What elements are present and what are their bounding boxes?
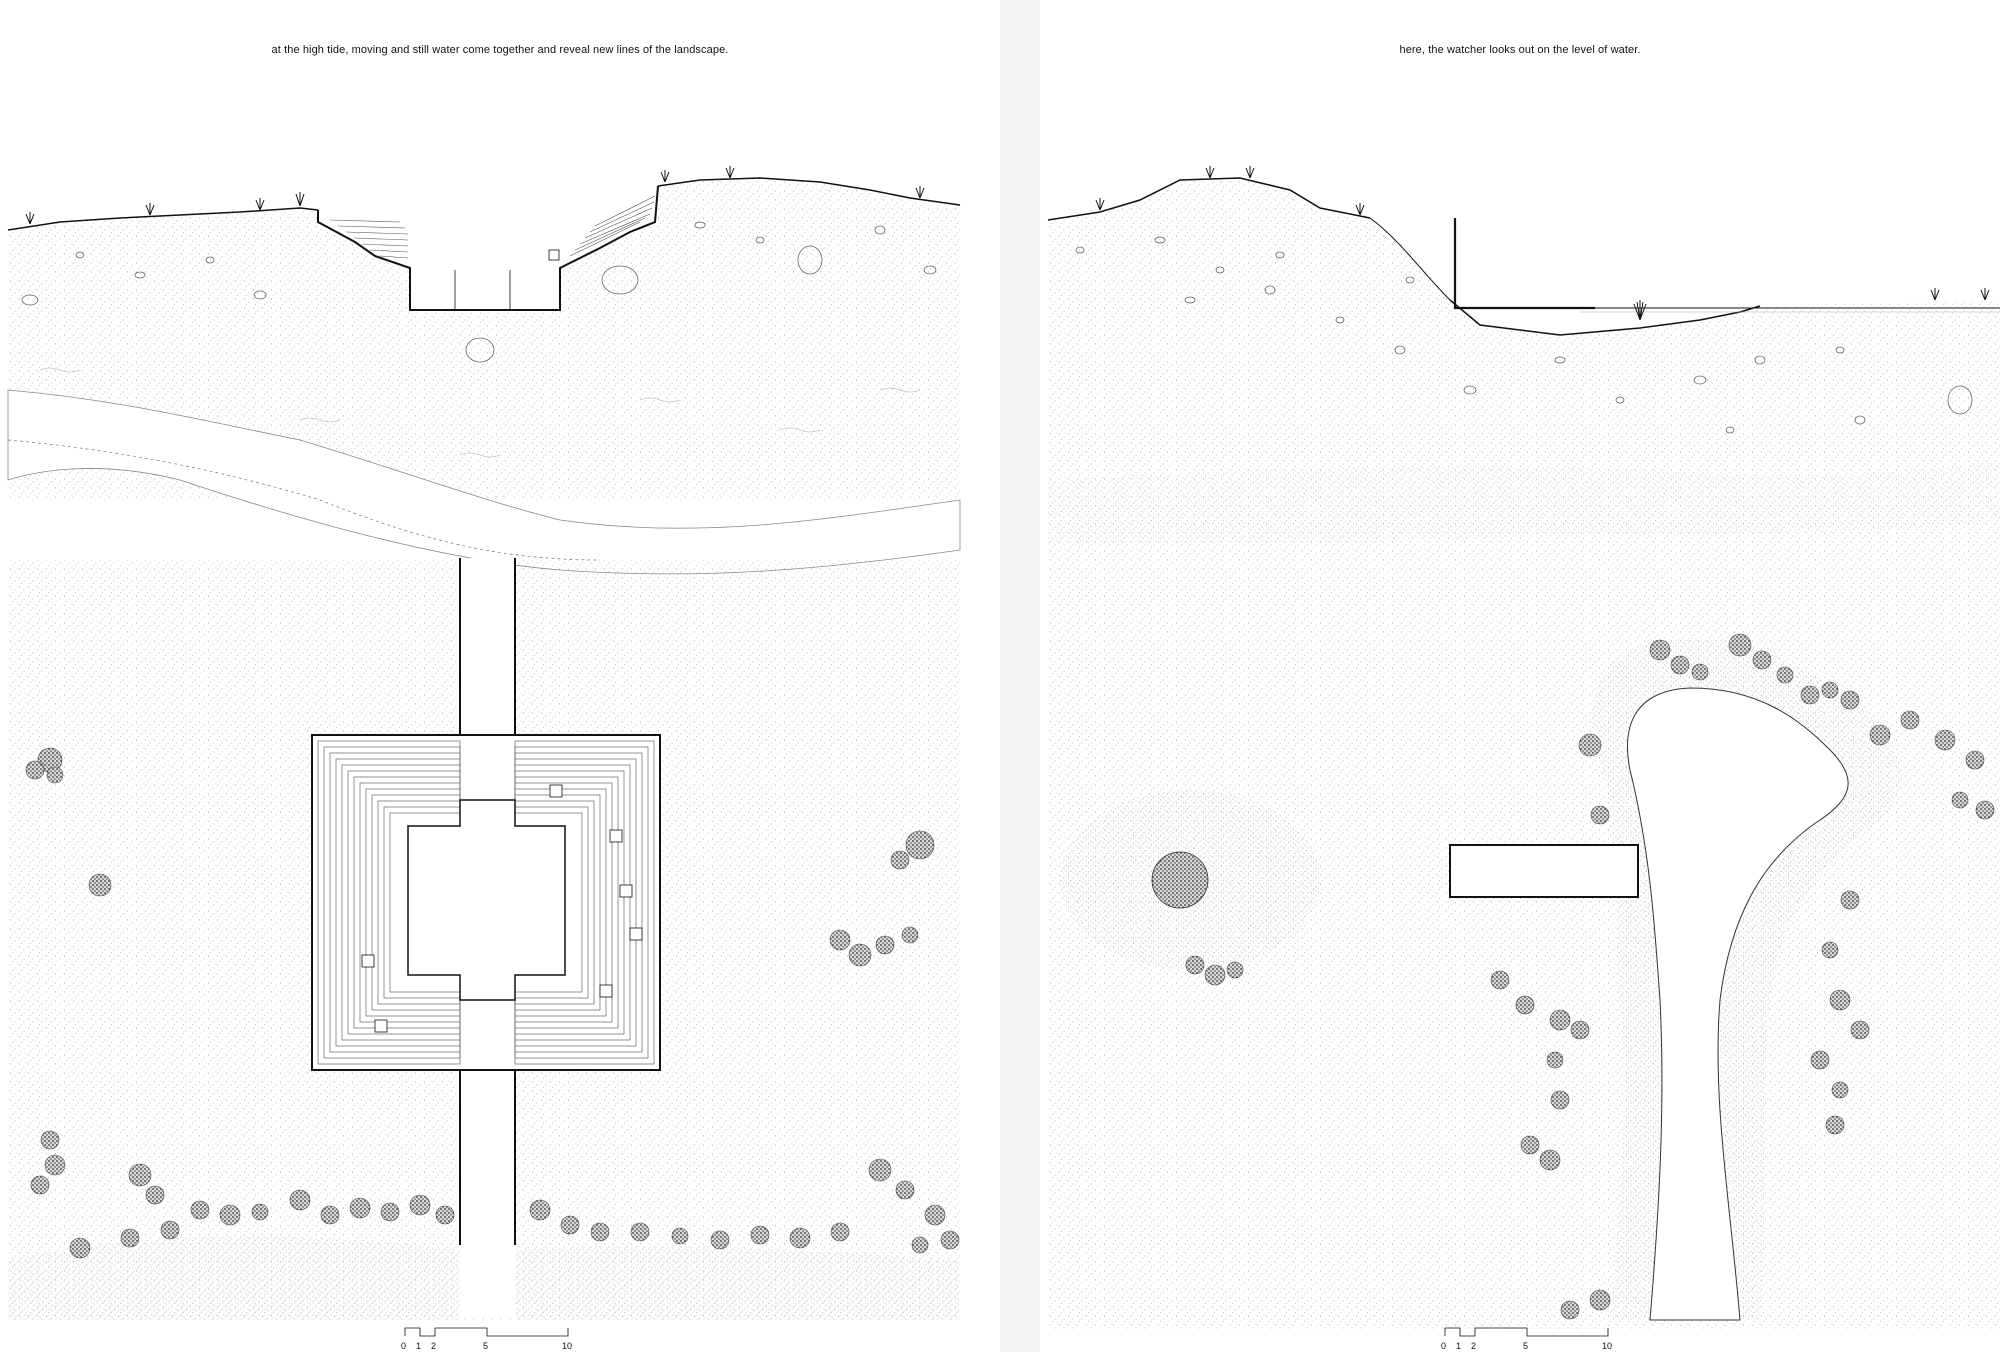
tidal-water-band [7,367,961,575]
scale-tick-2: 2 [431,1341,436,1351]
scale-tick-0-right: 0 [1441,1341,1446,1351]
left-caption: at the high tide, moving and still water… [271,44,729,56]
scale-tick-0: 0 [401,1341,406,1351]
water-channel [1592,638,1902,1321]
section-ground-right [1047,166,2000,480]
left-drawing-sheet: at the high tide, moving and still water… [7,44,961,1351]
large-tree-icon [1151,851,1209,909]
viewing-platform [1449,844,1639,898]
shrub-cluster-right [1185,633,1995,1320]
sheet-divider [1000,0,1040,1352]
left-architectural-drawing: 0 1 2 5 10 [7,166,961,1351]
stepped-pavilion-plan [311,734,661,1071]
section-ground [7,166,961,565]
left-scale-bar: 0 1 2 5 10 [401,1327,572,1351]
right-drawing-sheet: here, the watcher looks out on the level… [1040,0,2000,1352]
scale-tick-5: 5 [483,1341,488,1351]
right-caption: here, the watcher looks out on the level… [1399,44,1641,56]
scale-tick-2-right: 2 [1471,1341,1476,1351]
right-scale-bar: 0 1 2 5 10 [1441,1327,1612,1351]
scale-tick-5-right: 5 [1523,1341,1528,1351]
shrub-cluster [25,747,960,1259]
scale-tick-1-right: 1 [1456,1341,1461,1351]
scale-tick-10-right: 10 [1602,1341,1612,1351]
scale-tick-10: 10 [562,1341,572,1351]
scale-tick-1: 1 [416,1341,421,1351]
right-architectural-drawing: 0 1 2 5 10 [1047,166,2000,1351]
